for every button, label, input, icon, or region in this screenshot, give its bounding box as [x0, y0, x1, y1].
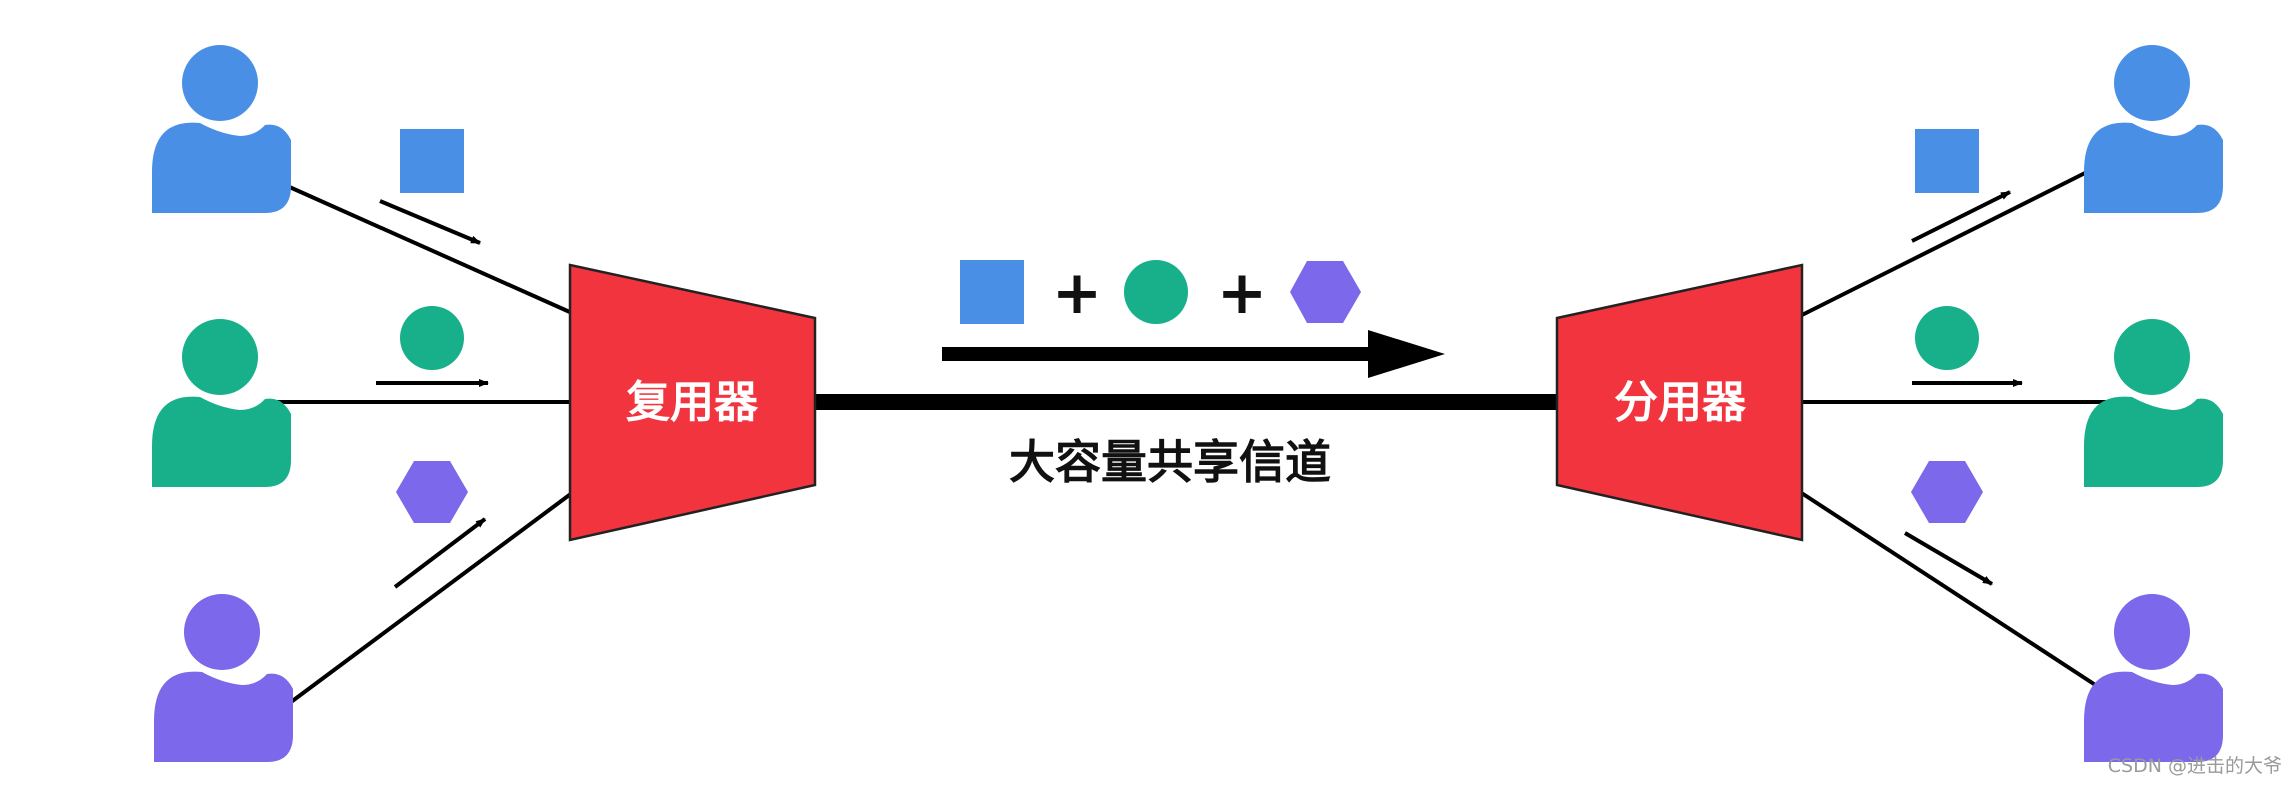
sender-arrow-purple — [393, 517, 487, 589]
sender-circle-icon — [400, 306, 464, 370]
watermark-text: CSDN @进击的大爷 — [2108, 755, 2282, 777]
receiver-circle-icon — [1915, 306, 1979, 370]
receiver-square-icon — [1915, 129, 1979, 193]
combined-hexagon-icon — [1290, 261, 1361, 323]
channel-direction-arrow — [942, 330, 1445, 378]
receiver-hexagon-icon — [1911, 461, 1983, 523]
sender-line-purple — [285, 491, 574, 707]
plus-sign-1: + — [1052, 258, 1102, 328]
sender-arrow-blue — [379, 199, 481, 245]
receiver-arrow-blue — [1911, 190, 2011, 243]
demultiplexer-box — [1555, 263, 1804, 542]
sender-user-green-icon — [152, 314, 291, 487]
multiplexer-label: 复用器 — [626, 377, 759, 428]
sender-line-blue — [284, 183, 573, 315]
plus-sign-2: + — [1217, 258, 1267, 328]
receiver-user-blue-icon — [2084, 40, 2223, 213]
receiver-user-green-icon — [2084, 314, 2223, 487]
demultiplexer: 分用器 — [1555, 263, 1804, 542]
demultiplexer-label: 分用器 — [1614, 377, 1747, 428]
receiver-arrow-purple — [1903, 531, 1994, 586]
receiver-line-purple — [1798, 490, 2102, 690]
channel-label: 大容量共享信道 — [1009, 435, 1331, 489]
sender-hexagon-icon — [396, 461, 468, 523]
multiplexer: 复用器 — [568, 263, 817, 542]
combined-circle-icon — [1124, 260, 1188, 324]
receiver-signals — [1903, 129, 2023, 586]
sender-signals — [376, 129, 489, 589]
receiver-user-purple-icon — [2084, 589, 2223, 762]
sender-user-blue-icon — [152, 40, 291, 213]
combined-signal: + + — [960, 258, 1361, 328]
receiver-line-blue — [1799, 170, 2088, 318]
sender-user-purple-icon — [154, 589, 293, 762]
sender-square-icon — [400, 129, 464, 193]
multiplexer-box — [568, 263, 817, 542]
combined-square-icon — [960, 260, 1024, 324]
